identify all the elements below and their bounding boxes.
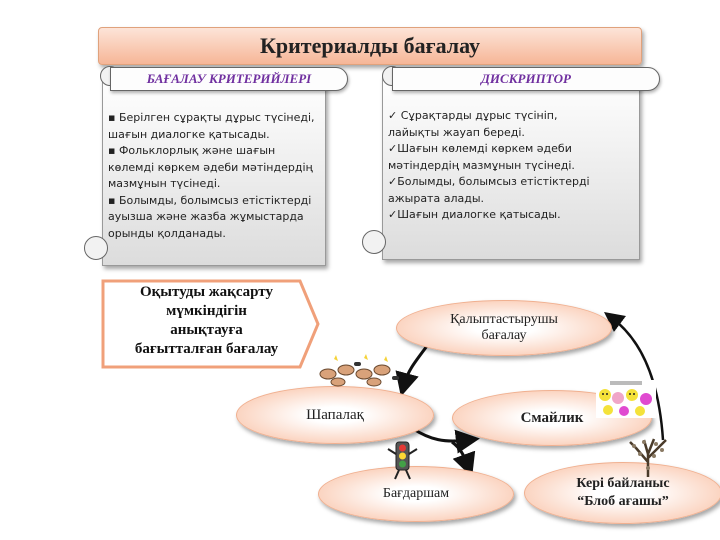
descriptor-list: ✓ Сұрақтарды дұрыс түсініп, лайықты жауа… [388, 108, 636, 224]
title-banner: Критериалды бағалау [98, 27, 642, 65]
descriptor-line: ✓Шағын диалогке қатысады. [388, 208, 561, 221]
criteria-line: ▪ Берілген сұрақты дұрыс түсінеді, [108, 111, 315, 124]
criteria-scroll-curl-bottom [84, 236, 108, 260]
blob-tree-icon [629, 438, 667, 477]
descriptor-panel: ДИСКРИПТОР ✓ Сұрақтарды дұрыс түсініп, л… [360, 66, 662, 262]
oval-clap-label: Шапалақ [306, 406, 364, 423]
criteria-line: мазмұнын түсінеді. [108, 177, 221, 190]
smiley-faces-icon [596, 380, 656, 418]
criteria-line: шағын диалогке қатысады. [108, 127, 270, 141]
criteria-line: көлемді көркем әдеби мәтіндердің [108, 160, 313, 174]
criteria-list: ▪ Берілген сұрақты дұрыс түсінеді, шағын… [108, 110, 322, 242]
callout-line: Оқытуды жақсарту [140, 284, 273, 300]
descriptor-line: мәтіндердің мазмұнын түсінеді. [388, 158, 575, 172]
oval-clap: Шапалақ [236, 386, 434, 444]
descriptor-line: ажырата алады. [388, 191, 485, 205]
criteria-scroll-body [102, 76, 326, 266]
oval-formative-assessment: Қалыптастырушы бағалау [396, 300, 612, 356]
traffic-light-icon [387, 441, 418, 480]
descriptor-scroll-curl-bottom [362, 230, 386, 254]
descriptor-line: ✓Шағын көлемді көркем әдеби [388, 142, 572, 155]
oval-feedback: Кері байланыс “Блоб ағашы” [524, 462, 720, 524]
callout-shape [101, 279, 320, 369]
oval-feedback-line2: “Блоб ағашы” [577, 494, 669, 509]
descriptor-scroll-body [382, 76, 640, 260]
oval-feedback-line1: Кері байланыс [576, 476, 670, 491]
oval-formative-label: Қалыптастырушы бағалау [450, 312, 558, 343]
arrow-clap-to-smiley [451, 440, 476, 478]
oval-traffic-label: Бағдаршам [382, 486, 450, 501]
oval-smiley: Смайлик [452, 390, 652, 446]
callout-line: бағытталған бағалау [134, 341, 279, 357]
oval-smiley-label: Смайлик [520, 409, 584, 426]
descriptor-header: ДИСКРИПТОР [392, 67, 660, 91]
criteria-line: ауызша және жазба жұмыстарда [108, 210, 304, 223]
descriptor-line: ✓ Сұрақтарды дұрыс түсініп, [388, 109, 558, 122]
criteria-line: ▪ Фольклорлық және шағын [108, 144, 276, 157]
criteria-line: орынды қолданады. [108, 226, 226, 240]
criteria-panel: БАҒАЛАУ КРИТЕРИЙЛЕРІ ▪ Берілген сұрақты … [82, 66, 348, 268]
page-title: Критериалды бағалау [259, 33, 481, 58]
criteria-header: БАҒАЛАУ КРИТЕРИЙЛЕРІ [110, 67, 348, 91]
criteria-line: ▪ Болымды, болымсыз етістіктерді [108, 193, 312, 207]
callout-line: анықтауға [170, 322, 243, 338]
arrow-clap-to-traffic [411, 426, 480, 454]
callout-text: Оқытуды жақсарту мүмкіндігін анықтауға б… [104, 283, 309, 359]
descriptor-line: лайықты жауап береді. [388, 125, 525, 139]
arrow-feedback-to-formative [604, 311, 665, 441]
callout-line: мүмкіндігін [166, 303, 247, 319]
descriptor-line: ✓Болымды, болымсыз етістіктерді [388, 175, 590, 188]
clapping-hands-icon [319, 354, 399, 387]
oval-traffic-light: Бағдаршам [318, 466, 514, 522]
arrow-formative-to-clap [395, 341, 432, 397]
